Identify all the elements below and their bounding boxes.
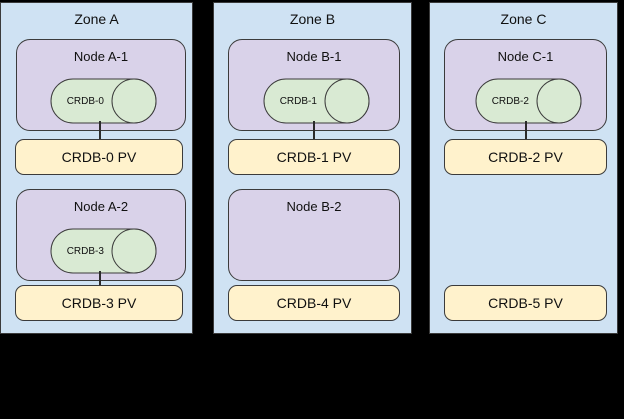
crdb-5-pv-box[interactable]: CRDB-5 PV	[444, 285, 607, 321]
crdb-3-pod-label: CRDB-3	[66, 245, 104, 257]
zone-b-container[interactable]: Zone B Node B-1 CRDB-1 CRDB-1 PV Node B-…	[213, 2, 412, 334]
crdb-5-pv-label: CRDB-5 PV	[488, 295, 563, 311]
node-a-2-box[interactable]: Node A-2 CRDB-3	[16, 189, 186, 281]
node-b-2-label: Node B-2	[286, 199, 342, 214]
crdb-2-pod-label: CRDB-2	[491, 95, 529, 107]
node-c-1-label: Node C-1	[497, 49, 554, 64]
crdb-0-pod-label: CRDB-0	[66, 95, 104, 107]
node-c-1-box[interactable]: Node C-1 CRDB-2	[444, 39, 607, 131]
node-a-1-label: Node A-1	[73, 49, 129, 64]
node-b-1-label: Node B-1	[286, 49, 342, 64]
node-a-1-box[interactable]: Node A-1 CRDB-0	[16, 39, 186, 131]
database-cylinder-icon[interactable]: CRDB-3	[50, 228, 157, 274]
zone-c-container[interactable]: Zone C Node C-1 CRDB-2 CRDB-2 PV CRDB-5 …	[429, 2, 618, 334]
crdb-1-pv-label: CRDB-1 PV	[276, 149, 352, 165]
crdb-3-pv-label: CRDB-3 PV	[61, 295, 137, 311]
database-cylinder-icon[interactable]: CRDB-1	[263, 78, 370, 124]
zone-c-title: Zone C	[500, 11, 547, 27]
connector-crdb-3-to-pv	[99, 271, 101, 291]
crdb-3-pv-box[interactable]: CRDB-3 PV	[15, 285, 183, 321]
connector-crdb-2-to-pv	[525, 121, 527, 141]
zone-a-container[interactable]: Zone A Node A-1 CRDB-0 CRDB-0 PV Node A-…	[0, 2, 193, 334]
crdb-0-pv-label: CRDB-0 PV	[61, 149, 137, 165]
crdb-2-pv-box[interactable]: CRDB-2 PV	[444, 139, 607, 175]
connector-crdb-0-to-pv	[99, 121, 101, 141]
crdb-1-pv-box[interactable]: CRDB-1 PV	[228, 139, 400, 175]
database-cylinder-icon[interactable]: CRDB-0	[50, 78, 157, 124]
crdb-4-pv-label: CRDB-4 PV	[276, 295, 352, 311]
node-b-2-box[interactable]: Node B-2	[228, 189, 400, 281]
crdb-2-pv-label: CRDB-2 PV	[488, 149, 563, 165]
crdb-0-pv-box[interactable]: CRDB-0 PV	[15, 139, 183, 175]
zone-b-title: Zone B	[289, 11, 336, 27]
database-cylinder-icon[interactable]: CRDB-2	[475, 78, 582, 124]
zone-a-title: Zone A	[74, 11, 119, 27]
crdb-4-pv-box[interactable]: CRDB-4 PV	[228, 285, 400, 321]
crdb-1-pod-label: CRDB-1	[279, 95, 317, 107]
connector-crdb-1-to-pv	[313, 121, 315, 141]
node-b-1-box[interactable]: Node B-1 CRDB-1	[228, 39, 400, 131]
node-a-2-label: Node A-2	[73, 199, 129, 214]
